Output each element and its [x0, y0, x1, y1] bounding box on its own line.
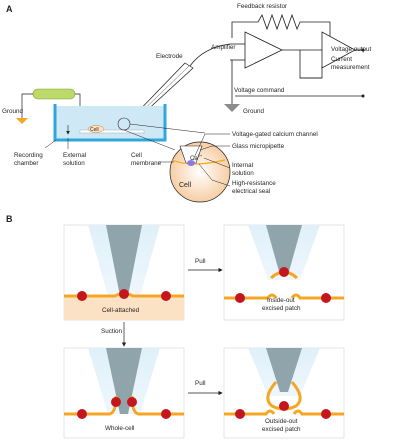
recording-chamber-label-2: chamber — [14, 160, 39, 167]
suction-label: Suction — [101, 328, 123, 335]
inset-magnification — [169, 141, 231, 203]
inside-out-label-2: excised patch — [262, 305, 301, 312]
cell-small — [87, 125, 105, 133]
recording-chamber-label-1: Recording — [14, 152, 43, 159]
internal-solution-label-2: solution — [232, 170, 254, 177]
voltage-output-label: Voltage output — [331, 46, 372, 53]
whole-cell-label: Whole-cell — [105, 425, 134, 432]
ground-left-icon — [16, 118, 28, 124]
cell-inset-label: Cell — [179, 182, 192, 189]
pull-bottom-label: Pull — [195, 380, 206, 387]
internal-solution-label-1: Internal — [232, 162, 253, 169]
voltage-command-label: Voltage command — [234, 87, 285, 94]
current-label-2: measurement — [331, 64, 370, 71]
panel-b-letter: B — [6, 214, 13, 224]
box-inside-out — [223, 224, 345, 321]
ground-left-label: Ground — [2, 108, 24, 115]
box-outside-out — [223, 347, 345, 439]
recording-chamber — [53, 104, 167, 142]
current-label-1: Current — [331, 56, 352, 63]
seal-label-2: electrical seal — [232, 188, 270, 195]
feedback-resistor — [231, 13, 331, 50]
external-solution-label-1: External — [63, 152, 86, 159]
pull-top-label: Pull — [195, 258, 206, 265]
cell-membrane-label-2: membrane — [131, 160, 162, 167]
outside-out-label-2: excised patch — [262, 426, 301, 433]
amplifier-label: Amplifier — [211, 44, 236, 51]
cell-membrane-label-1: Cell — [131, 152, 142, 159]
amplifier-1 — [244, 31, 283, 69]
cell-attached-label: Cell-attached — [102, 307, 140, 314]
box-cell-attached — [63, 224, 185, 321]
ground-right-label: Ground — [243, 108, 265, 115]
electrode-wire — [189, 43, 231, 67]
vg-calcium-channel-label: Voltage-gated calcium channel — [232, 131, 318, 138]
command-terminal — [361, 94, 365, 98]
external-solution-label-2: solution — [63, 160, 85, 167]
circuit-wires — [230, 43, 362, 97]
seal-label-1: High-resistance — [232, 180, 276, 187]
inside-out-label-1: Inside-out — [267, 297, 295, 304]
panel-a-letter: A — [6, 4, 13, 14]
ground-right-icon — [224, 104, 240, 112]
calcium-channel-icon — [187, 160, 195, 166]
output-terminal — [361, 48, 365, 52]
cell-small-label: Cell — [90, 127, 99, 133]
box-whole-cell — [63, 347, 185, 439]
feedback-resistor-label: Feedback resistor — [237, 3, 287, 10]
glass-micropipette-label: Glass micropipette — [232, 143, 285, 150]
electrode-label: Electrode — [156, 53, 183, 60]
outside-out-label-1: Outside-out — [265, 418, 298, 425]
calcium-ion-label: Ca2+ — [190, 153, 203, 162]
